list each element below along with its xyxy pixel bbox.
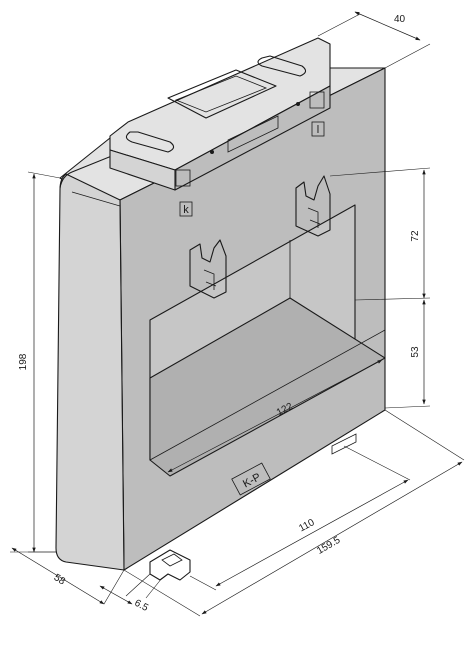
clamp-left-detail (203, 269, 217, 290)
terminal-l-label: l (317, 124, 319, 136)
terminal-box-left (175, 169, 191, 187)
terminal-block: l k (109, 37, 331, 217)
screw-dot-right (296, 102, 300, 106)
slot-right (257, 55, 307, 77)
terminal-l-box (311, 121, 325, 137)
busbar-clamps (189, 175, 331, 299)
front-corner-edge (59, 67, 331, 189)
terminal-block-front (109, 149, 176, 191)
clamp-left (189, 239, 227, 299)
display-window-inner (174, 75, 268, 113)
dim-overall-width: 159.5 (315, 535, 343, 557)
dim-window-lower: 53 (410, 346, 421, 358)
body-front-face (55, 173, 125, 571)
label-recess (227, 115, 279, 153)
terminal-k-label: k (183, 204, 189, 216)
clamp-right (295, 175, 331, 237)
dim-tab-width: 6.5 (132, 598, 150, 614)
display-window (167, 69, 277, 119)
terminal-box-right (309, 91, 325, 109)
dim-overall-height: 198 (18, 353, 29, 370)
front-inner-edge (71, 191, 125, 567)
mounting-foot-hole (161, 553, 183, 567)
screw-dot-left (210, 150, 214, 154)
terminal-k-box (179, 201, 193, 217)
dim-base-depth: 58 (52, 572, 68, 587)
dim-depth: 40 (394, 14, 406, 25)
dim-window-height: 72 (410, 230, 421, 242)
mounting-foot (149, 549, 191, 581)
slot-left (125, 131, 175, 153)
clamp-right-detail (307, 207, 321, 228)
